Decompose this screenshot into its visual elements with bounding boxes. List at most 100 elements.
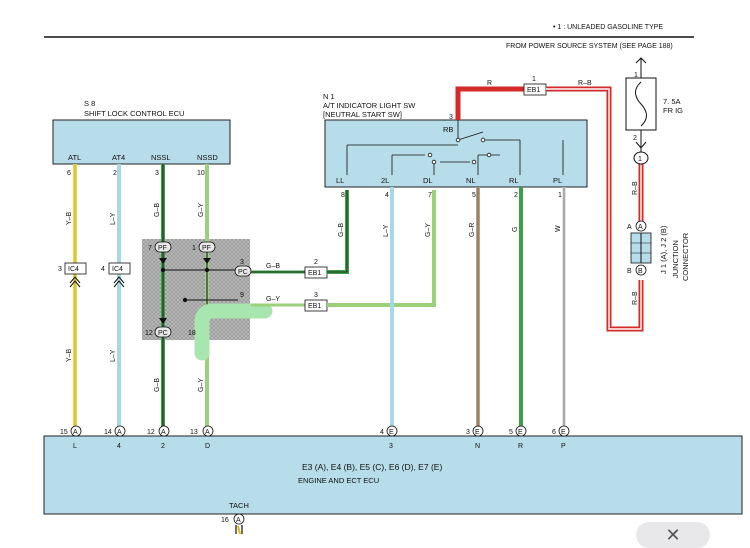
junction-connector: A A B B J 1 (A), J 2 (B) JUNCTION CONNEC… <box>627 220 690 281</box>
fuse-rating: 7. 5A <box>663 97 681 106</box>
svg-text:TACH: TACH <box>229 501 249 510</box>
svg-text:IC4: IC4 <box>112 266 123 273</box>
connector-ic4-right: IC4 4 <box>101 262 131 288</box>
svg-text:14: 14 <box>104 429 112 436</box>
svg-text:G–B: G–B <box>154 378 161 392</box>
svg-text:PC: PC <box>158 330 168 337</box>
s8-pin-nssl: NSSL <box>151 153 171 162</box>
svg-text:7: 7 <box>148 245 152 252</box>
svg-text:12: 12 <box>147 429 155 436</box>
wire-label-gb-h: G–B <box>266 263 280 270</box>
svg-text:W: W <box>555 225 562 232</box>
svg-text:G–B: G–B <box>338 223 345 237</box>
svg-text:3: 3 <box>314 292 318 299</box>
svg-text:EB1: EB1 <box>308 303 321 310</box>
fuse-box: 1 2 7. 5A FR IG <box>625 57 683 152</box>
n1-pin-pl: PL <box>553 176 562 185</box>
svg-text:1: 1 <box>532 76 536 83</box>
svg-text:G–Y: G–Y <box>198 203 205 217</box>
svg-text:4: 4 <box>380 429 384 436</box>
svg-text:2: 2 <box>161 443 165 450</box>
svg-text:15: 15 <box>60 429 68 436</box>
ecu-pin-12: 12 A 2 <box>147 425 170 450</box>
svg-text:L–Y: L–Y <box>110 212 117 225</box>
n1-pin-dl: DL <box>423 176 433 185</box>
svg-text:G–B: G–B <box>154 203 161 217</box>
wire-label-gy-h: G–Y <box>266 296 280 303</box>
ecu-pin-15: 15 A L <box>60 425 82 450</box>
wire-label-rb-low: R–B <box>632 291 639 305</box>
svg-text:18: 18 <box>188 330 196 337</box>
svg-text:2: 2 <box>633 135 637 142</box>
junction-ids: J 1 (A), J 2 (B) <box>659 225 668 274</box>
connector-eb1-low: EB1 3 <box>304 292 328 312</box>
svg-text:5: 5 <box>509 429 513 436</box>
svg-text:3: 3 <box>389 443 393 450</box>
svg-text:16: 16 <box>221 517 229 524</box>
svg-text:G: G <box>512 227 519 232</box>
svg-text:E: E <box>518 429 523 436</box>
n1-pin-nl: NL <box>466 176 476 185</box>
s8-pin-num-2: 2 <box>113 170 117 177</box>
svg-text:IC4: IC4 <box>68 266 79 273</box>
connector-ic4-left: IC4 3 <box>58 262 87 288</box>
n1-pin-2l: 2L <box>381 176 389 185</box>
svg-text:N: N <box>475 443 480 450</box>
n1-name: A/T INDICATOR LIGHT SW <box>323 101 416 110</box>
svg-text:L–Y: L–Y <box>383 224 390 237</box>
connector-pc-left: PC 12 <box>145 326 172 338</box>
n1-pin-num-2: 2 <box>514 192 518 199</box>
svg-text:13: 13 <box>190 429 198 436</box>
s8-pin-num-3: 3 <box>155 170 159 177</box>
s8-pin-num-10: 10 <box>197 170 205 177</box>
wire-label-r: R <box>487 80 492 87</box>
n1-pin3-num: 3 <box>449 114 453 121</box>
svg-text:A: A <box>73 429 78 436</box>
engine-ecu-box <box>43 435 743 515</box>
svg-text:E: E <box>475 429 480 436</box>
svg-text:2: 2 <box>314 259 318 266</box>
ecu-pin-e5: 5 E R <box>509 425 527 450</box>
junction-name-2: CONNECTOR <box>681 232 690 281</box>
svg-text:3: 3 <box>240 259 244 266</box>
svg-text:R: R <box>518 443 523 450</box>
svg-text:B: B <box>627 268 632 275</box>
n1-pin-rl: RL <box>509 176 519 185</box>
svg-text:E: E <box>561 429 566 436</box>
close-button[interactable]: ✕ <box>636 522 710 548</box>
wire-label-rb-mid: R–B <box>632 181 639 195</box>
ecu-bottom-pins: 15 A L 14 A 4 12 A 2 13 A D 4 E 3 <box>60 425 570 450</box>
ecu-pin-e6: 6 E P <box>552 425 570 450</box>
close-icon: ✕ <box>665 525 681 546</box>
svg-text:D: D <box>205 443 210 450</box>
s8-pin-nssd: NSSD <box>197 153 218 162</box>
n1-pin-labels: LL 2L DL NL RL PL 8 4 7 5 2 1 <box>336 176 562 199</box>
svg-text:A: A <box>638 224 643 231</box>
svg-text:PF: PF <box>158 245 167 252</box>
svg-text:A: A <box>205 429 210 436</box>
svg-text:G–Y: G–Y <box>425 223 432 237</box>
svg-text:G–R: G–R <box>469 223 476 237</box>
junction-name-1: JUNCTION <box>671 240 680 278</box>
connector-pf-left: PF 7 <box>148 241 172 253</box>
svg-text:1: 1 <box>192 245 196 252</box>
s8-id: S 8 <box>84 99 95 108</box>
svg-text:9: 9 <box>240 292 244 299</box>
svg-text:L–Y: L–Y <box>110 349 117 362</box>
svg-text:L: L <box>73 443 77 450</box>
svg-text:1: 1 <box>634 72 638 79</box>
wire-r <box>455 86 524 120</box>
n1-pin-num-7: 7 <box>428 192 432 199</box>
n1-pin-num-4: 4 <box>385 192 389 199</box>
ecu-name: ENGINE AND ECT ECU <box>298 476 379 485</box>
n1-id: N 1 <box>323 92 335 101</box>
ecu-pin-14: 14 A 4 <box>104 425 126 450</box>
power-source-text: FROM POWER SOURCE SYSTEM (SEE PAGE 188) <box>506 43 673 50</box>
n1-switch-contacts <box>427 137 492 165</box>
s8-name: SHIFT LOCK CONTROL ECU <box>84 109 184 118</box>
ecu-connectors: E3 (A), E4 (B), E5 (C), E6 (D), E7 (E) <box>302 462 442 472</box>
n1-wire-labels: G–B L–Y G–Y G–R G W <box>338 223 562 237</box>
svg-text:EB1: EB1 <box>308 270 321 277</box>
svg-text:B: B <box>638 268 643 275</box>
svg-text:EB1: EB1 <box>527 87 540 94</box>
